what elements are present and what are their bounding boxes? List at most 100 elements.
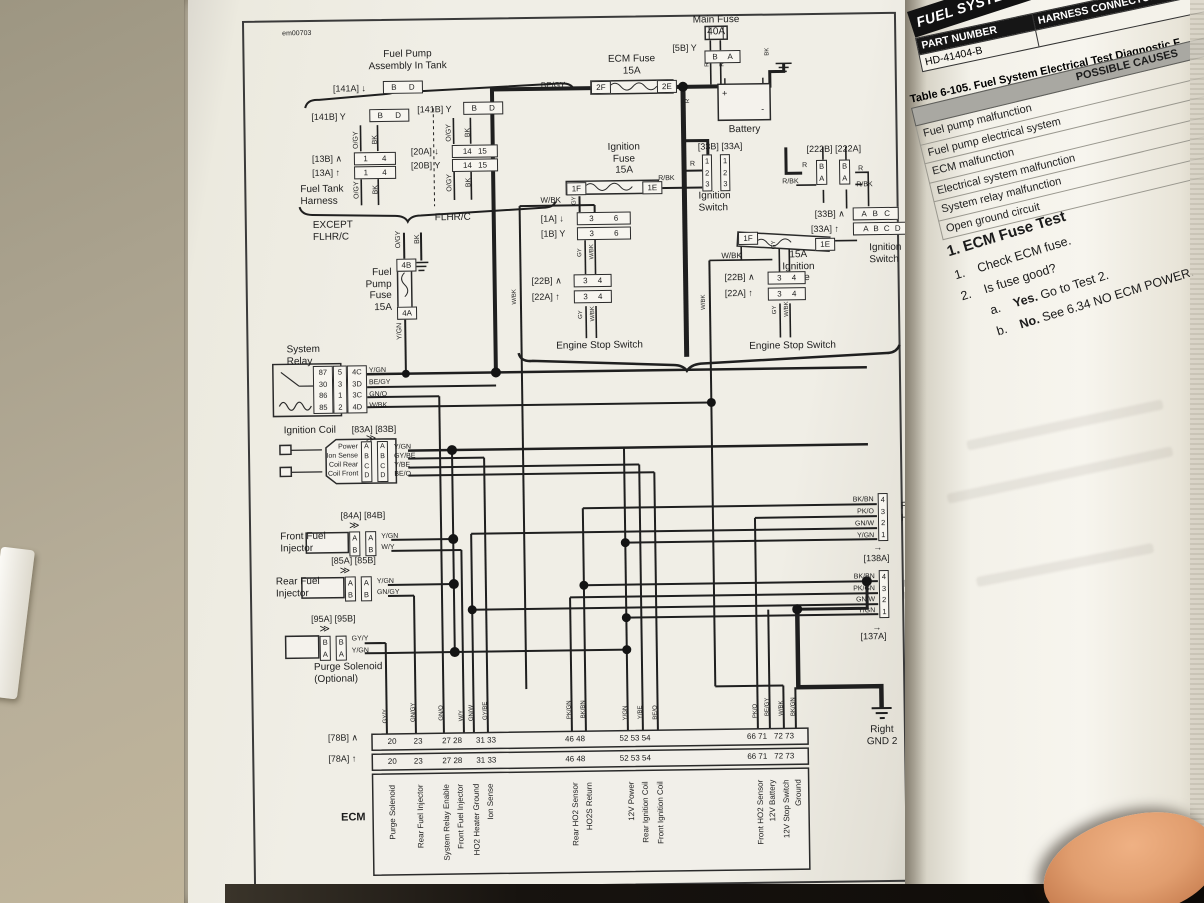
diagram-label: 46 48	[564, 734, 586, 744]
diagram-label: ECM Fuse 15A	[607, 53, 656, 77]
diagram-label: [22A] ↑	[531, 291, 560, 302]
diagram-label: -	[761, 103, 765, 114]
diagram-label: Coil Front	[327, 470, 359, 478]
diagram-label: FLHR/C	[434, 211, 471, 224]
diagram-label: B A	[319, 635, 331, 661]
diagram-label: 66 71	[747, 751, 768, 761]
right-page: FUEL SYSTEM ELE PART NUMBER HARNESS CONN…	[905, 0, 1204, 903]
diagram-label: 52 53 54	[619, 733, 651, 743]
diagram-label: O/GY	[446, 174, 454, 192]
diagram-label: GN/GY	[376, 588, 400, 597]
diagram-label: A B C	[852, 206, 899, 221]
diagram-label: Front Fuel Injector	[455, 783, 466, 849]
diagram-label: [33A] ↑	[810, 223, 840, 235]
diagram-label: 2E	[656, 79, 678, 94]
diagram-label: 3 4	[767, 287, 806, 301]
diagram-label: 31 33	[475, 735, 497, 745]
diagram-label: [33B] [33A]	[697, 140, 743, 152]
diagram-label: R	[689, 160, 696, 168]
diagram-label: Fuel Pump Assembly In Tank	[368, 48, 447, 72]
diagram-label: PK/GN	[566, 700, 573, 720]
diagram-label: Y/GN	[393, 443, 412, 451]
diagram-label: [33B] ∧	[814, 208, 845, 219]
diagram-label: A B C D	[376, 440, 389, 483]
diagram-label: 12V Power	[626, 781, 637, 821]
diagram-label: 2F	[590, 80, 612, 95]
diagram-label: R/BK	[782, 178, 799, 186]
diagram-label: 3 4	[767, 271, 806, 285]
diagram-label: W/BK	[721, 251, 742, 261]
diagram-label: 4 3 2 1	[877, 492, 889, 542]
diagram-label: Y/BE	[637, 705, 644, 720]
diagram-label: 14 15	[451, 144, 498, 159]
diagram-label: BK/GN	[790, 697, 797, 717]
diagram-label: [20A] ↓	[410, 146, 439, 157]
diagram-label: [1A] ↓	[540, 213, 564, 224]
diagram-label: A B	[365, 531, 377, 557]
diagram-label: R	[685, 98, 692, 104]
diagram-label: System Relay Enable	[441, 784, 452, 861]
diagram-label: Purge Solenoid	[387, 784, 398, 840]
diagram-label: 3 4	[573, 289, 612, 304]
diagram-label: 4B	[396, 258, 417, 272]
diagram-label: [95A] [95B]	[310, 613, 356, 625]
component-shapes	[272, 25, 831, 876]
right-page-edge-stack	[1190, 0, 1204, 903]
diagram-label: ≫	[339, 565, 351, 577]
diagram-label: PK/GN	[853, 585, 876, 593]
diagram-label: Battery	[728, 123, 761, 136]
diagram-label: 1 4	[353, 151, 396, 166]
diagram-label: GY/BE	[394, 452, 416, 460]
diagram-label: BK	[413, 234, 422, 244]
diagram-label: Ignition Switch	[869, 241, 902, 265]
diagram-label: System Relay	[286, 343, 320, 367]
diagram-label: 27 28	[442, 755, 463, 766]
diagram-label: [22B] ∧	[531, 275, 562, 286]
diagram-label: 4A	[396, 306, 418, 320]
diagram-label: Ignition Switch	[698, 190, 731, 214]
diagram-label: 87 30 86 85	[312, 365, 334, 414]
diagram-label: GN/W	[468, 704, 475, 722]
diagram-label: 52 53 54	[619, 753, 651, 763]
diagram-label: EXCEPT FLHR/C	[312, 219, 353, 243]
diagram-label: B A	[815, 159, 828, 185]
diagram-label: 1 2 3	[701, 154, 713, 192]
diagram-label: 23	[413, 756, 423, 766]
diagram-label: em00703	[282, 29, 312, 38]
diagram-label: GY	[771, 240, 778, 250]
diagram-label: Fuel Tank Harness	[300, 183, 344, 207]
diagram-label: W/BK	[369, 401, 388, 410]
diagram-label: [13A] ↑	[312, 167, 341, 178]
diagram-label: 1 4	[354, 165, 397, 180]
diagram-label: Y/GN	[858, 607, 876, 615]
diagram-label: Y/GN	[351, 647, 369, 655]
diagram-label: GN/W	[854, 520, 875, 528]
diagram-label: [78A] ↑	[328, 753, 357, 764]
ghost-print	[966, 399, 1164, 451]
diagram-label: [141B] Y	[311, 111, 346, 122]
diagram-label: Ground	[793, 779, 803, 807]
diagram-label: [141B] Y	[417, 104, 452, 115]
diagram-label: 23	[413, 736, 423, 746]
diagram-label: BK	[371, 135, 379, 145]
diagram-label: Power	[338, 443, 358, 451]
substep-answer: No.	[1017, 312, 1042, 332]
diagram-label: W/BK	[783, 301, 791, 317]
diagram-label: 4 3 2 1	[878, 569, 890, 619]
diagram-label: BE/GY	[368, 378, 391, 387]
diagram-label: 12V Battery	[767, 779, 778, 822]
diagram-label: Rear HO2 Sensor	[570, 782, 581, 847]
diagram-label: 1F	[566, 182, 587, 196]
diagram-label: 1 2 3	[719, 154, 731, 191]
diagram-label: Main Fuse 40A	[692, 14, 740, 37]
diagram-label: W/Y	[458, 709, 465, 722]
diagram-label: Ion Sense	[485, 783, 496, 820]
diagram-label: GN/W	[856, 596, 876, 604]
diagram-label: BK	[464, 127, 472, 138]
diagram-label: 27 28	[441, 735, 463, 746]
diagram-label: BE/O	[394, 470, 412, 478]
diagram-label: ECM	[341, 811, 366, 824]
diagram-label: R/BK	[658, 174, 675, 183]
